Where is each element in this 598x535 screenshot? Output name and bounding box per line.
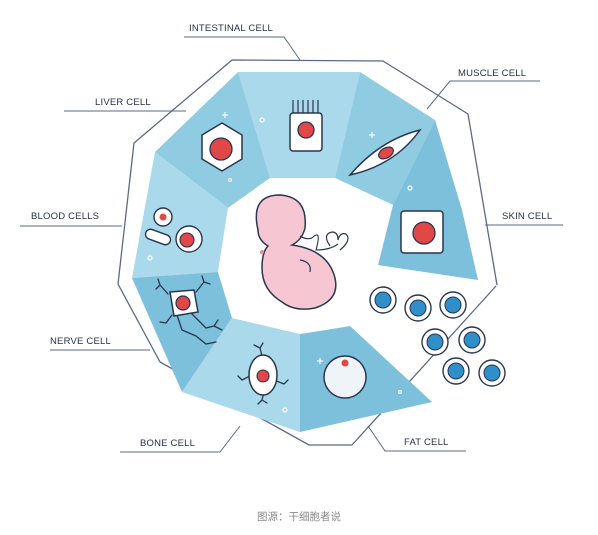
leader-lines (20, 36, 563, 453)
label-liver-cell: LIVER CELL (95, 97, 151, 108)
fat-cell-icon (323, 355, 367, 399)
embryo-illustration (255, 194, 349, 310)
muscle-cell-icon (347, 128, 422, 177)
label-skin-cell: SKIN CELL (502, 211, 553, 222)
leader-fat (367, 425, 466, 452)
label-muscle-cell: MUSCLE CELL (458, 68, 527, 79)
skin-cell-icon (400, 210, 444, 254)
segment-bone (182, 318, 300, 432)
nerve-cell-icon (155, 275, 223, 345)
image-source-caption: 图源：干细胞者说 (257, 511, 341, 523)
leader-muscle (426, 80, 540, 110)
label-nerve-cell: NERVE CELL (50, 336, 111, 347)
segment-blood (132, 152, 228, 278)
segment-nerve (132, 272, 232, 392)
liver-cell-icon (201, 122, 243, 172)
label-fat-cell: FAT CELL (404, 437, 449, 448)
blood-cells-icon (144, 207, 203, 253)
label-intestinal-cell: INTESTINAL CELL (189, 23, 273, 34)
fat-cell-cluster (369, 286, 506, 387)
bone-cell-icon (237, 342, 289, 405)
leader-intestinal (184, 36, 301, 61)
intestinal-cell-icon (289, 100, 323, 152)
sparkle-decorations (147, 112, 413, 413)
label-blood-cells: BLOOD CELLS (31, 211, 100, 222)
outer-frame-line (117, 59, 498, 446)
leader-bone (120, 425, 241, 453)
label-bone-cell: BONE CELL (140, 438, 196, 449)
